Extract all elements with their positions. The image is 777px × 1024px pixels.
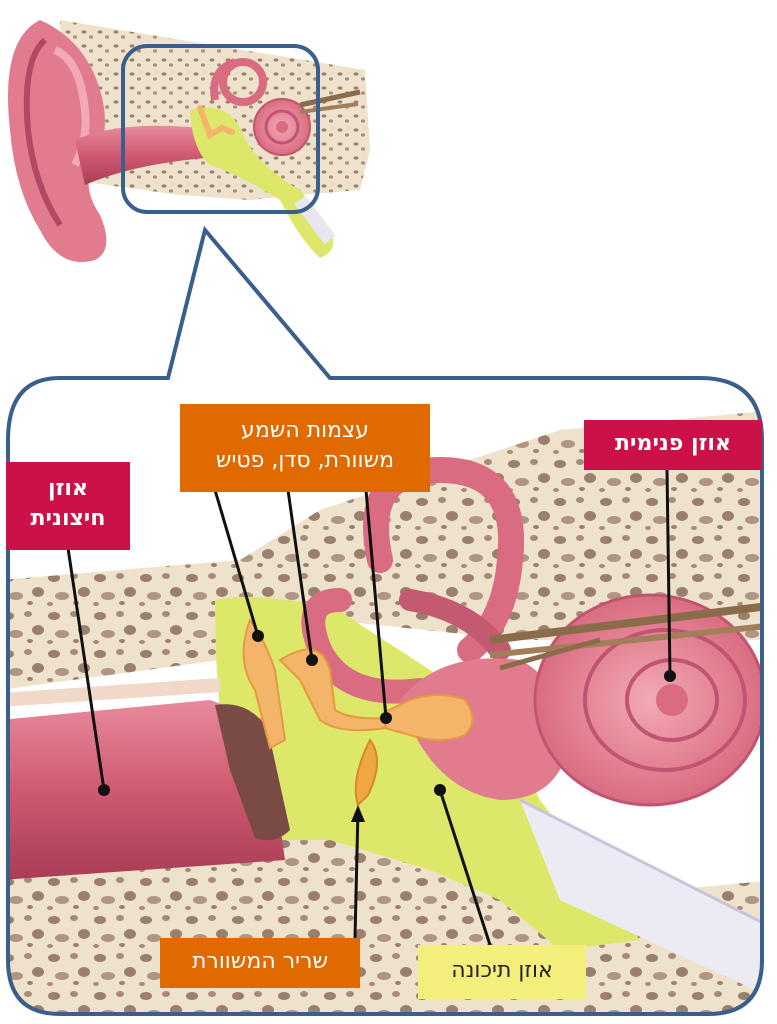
stapes	[384, 694, 474, 741]
zoom-highlight-frame	[121, 44, 320, 214]
label-middle-ear-text: אוזן תיכונה	[451, 958, 553, 983]
incus	[278, 648, 386, 732]
label-stapedius-text: שריר המשוורת	[191, 949, 329, 974]
label-ossicles: עצמות השמע משוורת, סדן, פטיש	[180, 404, 430, 492]
label-outer-ear: אוזן חיצונית	[6, 462, 130, 550]
leader-dots	[98, 630, 676, 822]
eardrum	[215, 704, 290, 841]
zoomed-section	[8, 230, 762, 1014]
label-ossicles-line2: משוורת, סדן, פטיש	[215, 448, 395, 473]
label-stapedius: שריר המשוורת	[160, 938, 360, 988]
label-outer-ear-line2: חיצונית	[30, 506, 106, 531]
callout-bubble-outline	[6, 225, 764, 1016]
cochlea	[533, 593, 762, 807]
label-inner-ear: אוזן פנימית	[584, 420, 762, 470]
label-ossicles-line1: עצמות השמע	[241, 418, 369, 443]
leader-lines	[66, 469, 672, 946]
label-inner-ear-text: אוזן פנימית	[615, 431, 731, 456]
overview-thumbnail	[8, 20, 370, 262]
label-middle-ear: אוזן תיכונה	[418, 945, 586, 999]
label-outer-ear-line1: אוזן	[48, 476, 88, 501]
